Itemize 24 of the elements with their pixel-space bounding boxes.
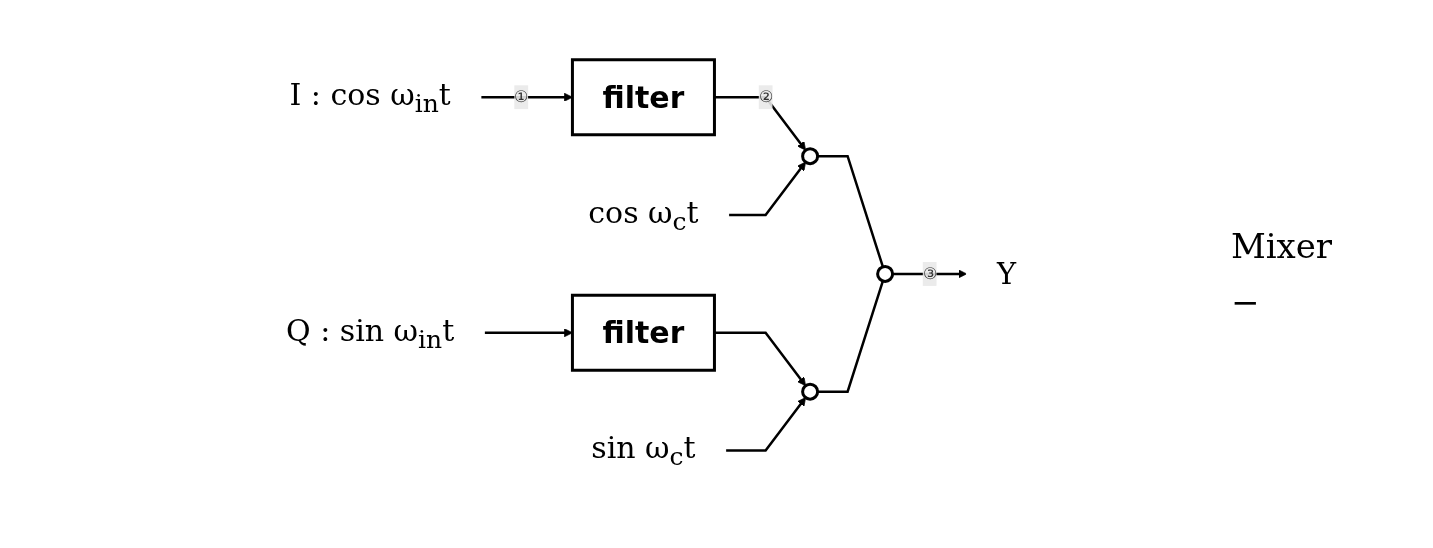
- node-text: Y: [996, 256, 1017, 292]
- node-box: filter: [570, 58, 716, 137]
- edge-label: ②: [758, 87, 773, 107]
- arrow: [714, 331, 806, 387]
- node-text: Q : sin ω$_{in}$t: [285, 312, 454, 354]
- node-text: sin ω$_{c}$t: [590, 430, 696, 472]
- node-circle: [875, 265, 894, 283]
- edge-label: ①: [513, 87, 528, 107]
- connector: [817, 280, 884, 393]
- label-text: Mixer: [1230, 226, 1333, 266]
- label-text: −: [1230, 282, 1261, 322]
- arrow: [892, 269, 967, 279]
- node-circle: [800, 147, 819, 166]
- node-text: cos ω$_{c}$t: [587, 194, 699, 236]
- arrow: [483, 328, 573, 338]
- arrow: [725, 397, 806, 452]
- arrow: [480, 93, 573, 102]
- node-text: I : cos ω$_{in}$t: [289, 77, 451, 119]
- node-circle: [800, 382, 819, 401]
- node-box: filter: [570, 293, 716, 372]
- connector: [817, 155, 884, 268]
- arrow: [714, 96, 806, 151]
- edge-label: ③: [922, 264, 937, 283]
- arrow: [728, 161, 806, 217]
